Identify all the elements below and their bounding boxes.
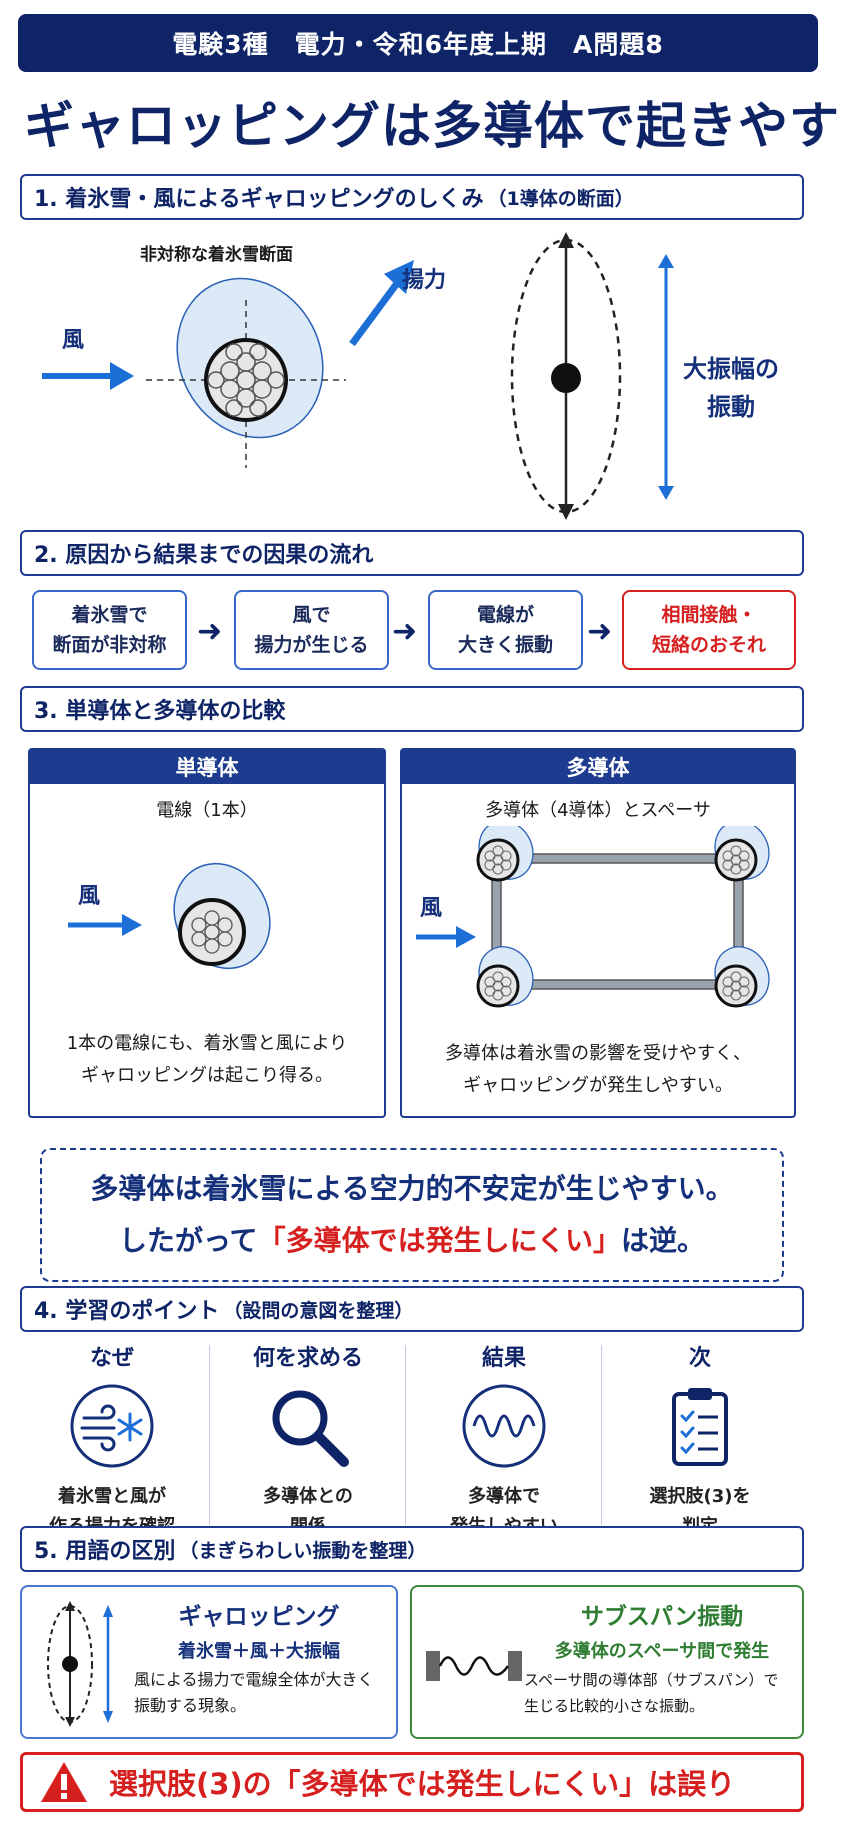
single-wind-label: 風 — [78, 884, 101, 909]
multi-note-line2: ギャロッピングが発生しやすい。 — [463, 1075, 733, 1096]
magnifier-icon — [272, 1390, 349, 1467]
flow-step-1-line1: 着氷雪で — [71, 604, 148, 626]
conclusion-line2: したがって「多導体では発生しにくい」は逆。 — [119, 1215, 705, 1267]
section-1-subtitle: （1導体の断面） — [487, 187, 634, 210]
warning-text: 選択肢(3)の「多導体では発生しにくい」は誤り — [109, 1767, 736, 1801]
section-4-subtitle: （設問の意図を整理） — [223, 1299, 414, 1322]
multi-conductor-header: 多導体 — [402, 750, 794, 784]
point-what: 何を求める 多導体との 関係 — [210, 1340, 406, 1537]
multi-wind-arrow — [416, 926, 476, 948]
lift-arrow — [349, 260, 414, 347]
single-conductor-subtitle: 電線（1本） — [156, 800, 258, 821]
flow-arrow-3: ➜ — [587, 614, 613, 649]
subspan-desc-line1: スペーサ間の導体部（サブスパン）で — [524, 1671, 779, 1689]
flow-step-3-line2: 大きく振動 — [457, 634, 553, 656]
subspan-title: サブスパン振動 — [580, 1604, 744, 1630]
subspan-desc-line2: 生じる比較的小さな振動。 — [524, 1697, 705, 1715]
multi-conductor-panel: 多導体 多導体（4導体）とスペーサ 風 多導体は着氷雪の影 — [400, 748, 796, 1118]
galloping-term-box: ギャロッピング 着氷雪＋風＋大振幅 風による揚力で電線全体が大きく 振動する現象… — [20, 1585, 398, 1739]
section-3-heading: 3. 単導体と多導体の比較 — [20, 686, 804, 732]
conclusion-box: 多導体は着氷雪による空力的不安定が生じやすい。 したがって「多導体では発生しにく… — [40, 1148, 784, 1282]
single-conductor-header: 単導体 — [30, 750, 384, 784]
single-conductor-panel: 単導体 電線（1本） 風 1本の電線にも、着氷雪と風により ギャロッピングは起こ… — [28, 748, 386, 1118]
galloping-desc-line1: 風による揚力で電線全体が大きく — [134, 1670, 374, 1689]
section-5-title: 5. 用語の区別 — [34, 1539, 176, 1564]
conclusion-suffix: は逆。 — [621, 1224, 706, 1257]
wave-icon — [462, 1384, 546, 1468]
warning-banner: 選択肢(3)の「多導体では発生しにくい」は誤り — [20, 1752, 804, 1812]
section-4-title: 4. 学習のポイント — [34, 1299, 220, 1324]
flow-step-4-line2: 短絡のおそれ — [651, 634, 766, 656]
conclusion-prefix: したがって — [118, 1224, 258, 1257]
point-next: 次 選択肢(3)を 判定 — [602, 1340, 798, 1537]
lift-label: 揚力 — [402, 268, 447, 293]
clipboard-icon — [672, 1388, 728, 1466]
galloping-mini-icon — [47, 1601, 113, 1727]
galloping-desc-line2: 振動する現象。 — [134, 1696, 247, 1715]
point-result-heading: 結果 — [481, 1346, 526, 1371]
section-1-heading: 1. 着氷雪・風によるギャロッピングのしくみ （1導体の断面） — [20, 174, 804, 220]
section-5-subtitle: （まぎらわしい振動を整理） — [179, 1539, 427, 1562]
wind-snow-icon — [70, 1384, 154, 1468]
conclusion-highlight: 「多導体では発生しにくい」 — [257, 1224, 622, 1257]
single-wind-arrow — [68, 914, 142, 936]
warning-icon — [41, 1762, 87, 1802]
point-next-line1: 選択肢(3)を — [649, 1486, 751, 1507]
wind-label: 風 — [62, 328, 85, 353]
flow-step-2-line2: 揚力が生じる — [254, 634, 369, 656]
section-1-title: 1. 着氷雪・風によるギャロッピングのしくみ — [34, 187, 484, 212]
single-iced-conductor — [173, 862, 271, 970]
single-note-line1: 1本の電線にも、着氷雪と風により — [66, 1033, 348, 1054]
flow-step-1-line2: 断面が非対称 — [52, 634, 167, 656]
flow-arrow-2: ➜ — [392, 614, 418, 649]
point-why-heading: なぜ — [89, 1346, 134, 1371]
flow-step-2: 風で 揚力が生じる — [234, 590, 389, 670]
single-note-line2: ギャロッピングは起こり得る。 — [81, 1065, 333, 1086]
galloping-title: ギャロッピング — [178, 1604, 340, 1630]
amplitude-arrow — [658, 254, 674, 500]
vibration-label: 大振幅の 振動 — [676, 350, 786, 426]
divider — [209, 1345, 210, 1525]
point-result-line1: 多導体で — [468, 1486, 540, 1507]
divider — [405, 1345, 406, 1525]
flow-step-3: 電線が 大きく振動 — [428, 590, 583, 670]
wind-arrow — [42, 362, 134, 390]
subspan-sub: 多導体のスペーサ間で発生 — [554, 1641, 770, 1662]
point-next-heading: 次 — [688, 1346, 711, 1371]
iced-conductor-diagram — [146, 277, 346, 468]
vibration-label-line1: 大振幅の — [683, 355, 779, 383]
multi-conductor-note: 多導体は着氷雪の影響を受けやすく、 ギャロッピングが発生しやすい。 — [402, 1038, 794, 1102]
single-conductor-note: 1本の電線にも、着氷雪と風により ギャロッピングは起こり得る。 — [30, 1028, 384, 1092]
point-why-line1: 着氷雪と風が — [58, 1486, 166, 1507]
multi-conductor-subtitle: 多導体（4導体）とスペーサ — [485, 800, 711, 821]
flow-step-4-line1: 相間接触・ — [661, 604, 757, 626]
galloping-sub: 着氷雪＋風＋大振幅 — [178, 1641, 340, 1662]
cross-section-label: 非対称な着氷雪断面 — [140, 245, 293, 265]
point-why: なぜ 着氷雪と風が 作る揚力を確認 — [14, 1340, 210, 1537]
conclusion-line1: 多導体は着氷雪による空力的不安定が生じやすい。 — [90, 1172, 734, 1205]
exam-title: 電験3種 電力・令和6年度上期 A問題8 — [172, 30, 664, 59]
flow-step-3-line1: 電線が — [476, 604, 534, 626]
flow-arrow-1: ➜ — [197, 614, 223, 649]
subspan-term-box: サブスパン振動 多導体のスペーサ間で発生 スペーサ間の導体部（サブスパン）で 生… — [410, 1585, 804, 1739]
flow-step-2-line1: 風で — [292, 604, 331, 626]
vibration-label-line2: 振動 — [707, 393, 755, 421]
section-4-heading: 4. 学習のポイント （設問の意図を整理） — [20, 1286, 804, 1332]
point-what-line1: 多導体との — [263, 1486, 353, 1507]
point-result: 結果 多導体で 発生しやすい — [406, 1340, 602, 1537]
multi-note-line1: 多導体は着氷雪の影響を受けやすく、 — [445, 1043, 751, 1064]
divider — [601, 1345, 602, 1525]
subspan-mini-icon — [426, 1651, 522, 1681]
section-5-heading: 5. 用語の区別 （まぎらわしい振動を整理） — [20, 1526, 804, 1572]
quad-bundle-diagram — [476, 826, 770, 1008]
section-2-title: 2. 原因から結果までの因果の流れ — [34, 543, 374, 568]
point-what-heading: 何を求める — [252, 1346, 363, 1371]
flow-step-4: 相間接触・ 短絡のおそれ — [622, 590, 796, 670]
multi-wind-label: 風 — [420, 896, 443, 921]
flow-step-1: 着氷雪で 断面が非対称 — [32, 590, 187, 670]
section-2-heading: 2. 原因から結果までの因果の流れ — [20, 530, 804, 576]
exam-title-bar: 電験3種 電力・令和6年度上期 A問題8 — [18, 14, 818, 72]
vibration-ellipse-diagram — [510, 232, 622, 520]
section-3-title: 3. 単導体と多導体の比較 — [34, 699, 286, 724]
